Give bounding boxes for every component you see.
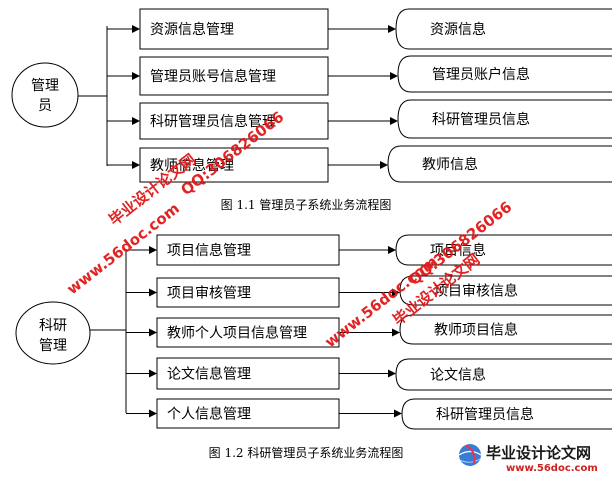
data-store bbox=[387, 145, 612, 183]
data-store-label: 管理员账户信息 bbox=[432, 66, 530, 83]
data-store bbox=[397, 55, 612, 93]
process-label: 个人信息管理 bbox=[167, 406, 251, 423]
data-store-label: 项目信息 bbox=[430, 242, 486, 259]
data-store bbox=[397, 99, 612, 139]
data-store bbox=[395, 8, 612, 50]
data-store bbox=[401, 398, 612, 430]
footer-url: www.56doc.com bbox=[506, 463, 598, 474]
data-store bbox=[399, 275, 612, 306]
data-store-label: 教师信息 bbox=[422, 156, 478, 173]
actor-administrator-label-1: 管理 bbox=[31, 78, 59, 94]
data-store-label: 资源信息 bbox=[430, 21, 486, 38]
actor-research-manager-label-2: 管理 bbox=[39, 338, 67, 354]
actor-administrator bbox=[11, 62, 79, 128]
process-label: 论文信息管理 bbox=[167, 366, 251, 383]
footer-logo: 毕业设计论文网 www.56doc.com bbox=[458, 444, 598, 474]
data-store bbox=[399, 314, 612, 345]
globe-logo-icon bbox=[458, 444, 482, 466]
process-label: 教师信息管理 bbox=[150, 157, 234, 174]
process-box bbox=[139, 147, 329, 183]
data-store-label: 教师项目信息 bbox=[434, 322, 518, 339]
process-label: 管理员账号信息管理 bbox=[150, 68, 276, 85]
data-store bbox=[395, 234, 612, 266]
process-label: 科研管理员信息管理 bbox=[150, 113, 276, 130]
process-box bbox=[139, 102, 329, 140]
footer-site-name: 毕业设计论文网 bbox=[486, 444, 591, 462]
data-store-label: 项目审核信息 bbox=[434, 283, 518, 300]
process-label: 项目审核管理 bbox=[167, 286, 251, 302]
figure-caption-1-2: 图 1.2 科研管理员子系统业务流程图 bbox=[209, 445, 404, 460]
actor-administrator-label-2: 员 bbox=[38, 98, 52, 114]
figure-caption-1-1: 图 1.1 管理员子系统业务流程图 bbox=[221, 197, 392, 212]
process-label: 项目信息管理 bbox=[167, 242, 251, 259]
process-box bbox=[139, 56, 329, 96]
process-label: 资源信息管理 bbox=[150, 21, 234, 38]
data-store-label: 科研管理员信息 bbox=[436, 406, 534, 423]
process-label: 教师个人项目信息管理 bbox=[167, 325, 307, 342]
actor-research-manager bbox=[15, 301, 91, 365]
data-store-label: 科研管理员信息 bbox=[432, 111, 530, 128]
data-store-label: 论文信息 bbox=[430, 367, 486, 384]
process-box bbox=[156, 357, 340, 390]
process-box bbox=[139, 8, 329, 50]
actor-research-manager-label-1: 科研 bbox=[39, 318, 67, 334]
process-box bbox=[156, 277, 340, 308]
process-box bbox=[156, 398, 340, 429]
data-store bbox=[395, 358, 612, 391]
